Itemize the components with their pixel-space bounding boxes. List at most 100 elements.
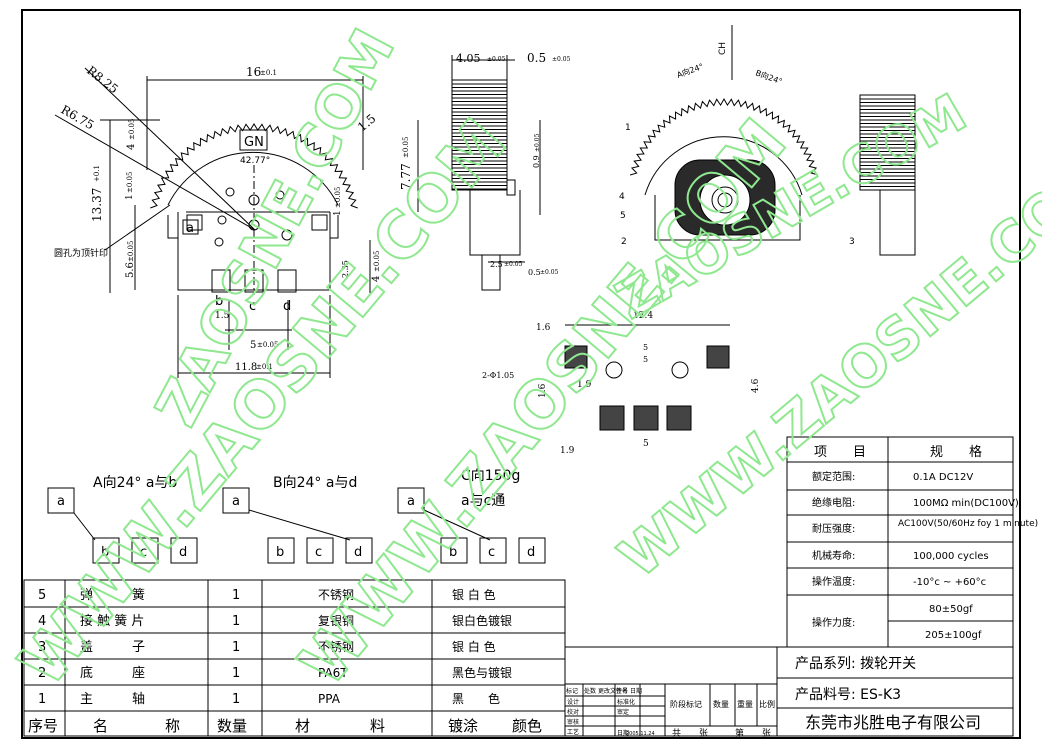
dim-1-left-tol: ±0.05 — [126, 172, 134, 193]
bom-no: 5 — [38, 588, 46, 603]
bom-qty: 1 — [232, 614, 240, 629]
diagram-b-pin-a: a — [232, 494, 240, 509]
spec-force-1: 80±50gf — [929, 604, 973, 615]
dim-56: 5.6 — [125, 262, 136, 278]
diagram-b-pin-c: c — [315, 545, 322, 560]
dim-pad-16a: 1.6 — [536, 323, 551, 333]
bom-finish: 黑 色 — [452, 692, 500, 706]
dim-1-right-tol: ±0.05 — [334, 187, 342, 208]
tb-small-date: 2005.11.24 — [626, 731, 655, 737]
tb-small-header: 更改文件号 — [598, 687, 628, 695]
spec-item: 额定范围: — [812, 470, 855, 483]
pad-layout: 12.4 1.6 1.6 1.9 1.9 5 2-Φ1.05 5 5 4.6 — [482, 311, 761, 456]
pin-a-label: a — [186, 221, 194, 236]
dim-pad-46: 4.6 — [751, 378, 761, 393]
bom-finish: 黑色与镀银 — [452, 666, 512, 680]
tb-small-cell: 日期 — [617, 729, 629, 737]
bom-material: 不锈钢 — [318, 588, 354, 602]
dim-base-width-tol: ±0.1 — [256, 363, 273, 371]
diagram-a-pin-a: a — [57, 494, 65, 509]
dim-side-width: 4.05 — [456, 52, 481, 65]
bom-header-qty: 数量 — [217, 717, 247, 735]
dim-side-09: 0.9 — [532, 155, 541, 168]
dim-base-width: 11.8 — [235, 362, 257, 373]
angle-mark: 42.77° — [240, 156, 270, 166]
inner-arc — [167, 151, 339, 206]
dim-4-right: 4 — [371, 276, 382, 282]
spec-item: 绝缘电阻: — [812, 496, 855, 509]
watermarks: ZAOSNE.COM WWW.ZAOSNE.COM WWW.ZAOSNE.COM… — [5, 17, 1042, 701]
tb-small-cell: 审定 — [617, 708, 629, 716]
dim-1-left: 1 — [125, 194, 135, 200]
pin-c-label: c — [249, 299, 256, 314]
arc-a-label: A向24° — [675, 61, 704, 80]
tb-small-header: 日期 — [630, 687, 642, 695]
dim-pad-5: 5 — [643, 439, 649, 449]
bom-qty: 1 — [232, 692, 240, 707]
bom-qty: 1 — [232, 640, 240, 655]
callout-3: 3 — [849, 237, 855, 247]
diagram-a-title: A向24° a与b — [93, 475, 177, 491]
bom-finish: 银 白 色 — [452, 587, 496, 602]
drawing-border — [21, 9, 1021, 739]
tb-company: 东莞市兆胜电子有限公司 — [805, 713, 981, 732]
gn-mark-box — [239, 129, 268, 151]
diagram-b-pin-b: b — [276, 545, 284, 560]
dim-pin-span-tol: ±0.05 — [257, 341, 278, 349]
dim-side-05b: 0.5 — [528, 268, 541, 277]
tb-small-header: 处数 — [584, 687, 596, 695]
dim-side-09-tol: ±0.05 — [534, 133, 541, 152]
diagram-c-pin-c: c — [488, 545, 495, 560]
dim-side-25-tol: ±0.05 — [504, 261, 523, 268]
diagram-b-pin-d: d — [354, 545, 362, 560]
bom-finish: 银 白 色 — [452, 639, 496, 654]
bom-no: 3 — [38, 640, 46, 655]
tb-small-row: 设计 — [567, 698, 579, 706]
spec-item: 耐压强度: — [812, 522, 855, 535]
watermark-3: WWW.ZAOSNE.COM — [286, 106, 802, 700]
tb-small-row: 工艺 — [567, 728, 579, 736]
callout-2: 2 — [621, 237, 627, 247]
dim-pad-16b: 1.6 — [538, 383, 548, 398]
bom-name: 盖 子 — [80, 640, 145, 655]
diagram-b-title: B向24° a与d — [273, 475, 357, 491]
tb-small-row: 校对 — [567, 708, 579, 716]
bom-header-name-b: 称 — [165, 717, 180, 735]
spec-item: 机械寿命: — [812, 549, 855, 562]
bom-header-name-a: 名 — [93, 717, 108, 735]
dim-777-tol: ±0.05 — [402, 137, 410, 158]
bom-name: 底 座 — [80, 665, 145, 681]
bom-material: PA6T — [318, 666, 348, 680]
spec-value: AC100V(50/60Hz foy 1 minute) — [898, 519, 1038, 529]
spec-force-item: 操作力度: — [812, 616, 855, 629]
callout-1: 1 — [625, 123, 631, 133]
spec-header-spec: 规 格 — [930, 444, 982, 460]
front-view: GN 42.77° a b c d 16 ±0.1 R8.25 R6.75 13… — [54, 63, 419, 378]
dim-height-upper-tol: ±0.05 — [128, 119, 136, 140]
switch-diagrams: A向24° a与b a b c d B向24° a与d a b c d C向15… — [47, 468, 546, 564]
diagram-a-pin-c: c — [140, 545, 147, 560]
dim-pad-s2: 5 — [643, 355, 648, 364]
dim-56-tol: ±0.05 — [127, 241, 135, 262]
bom-material: PPA — [318, 692, 341, 706]
tb-small-header: 标记 — [566, 687, 578, 695]
callout-4: 4 — [619, 192, 625, 202]
gn-mark: GN — [244, 135, 264, 150]
spec-value: -10°c ~ +60°c — [913, 577, 986, 588]
dim-pin-span: 5 — [250, 340, 256, 351]
bom-name: 主 轴 — [80, 692, 145, 707]
dim-pin-pitch: 1.5 — [215, 311, 230, 321]
diagram-c-pin-a: a — [407, 494, 415, 509]
diagram-c-title-1: C向150g — [461, 468, 520, 484]
bom-material: 复银铜 — [318, 613, 354, 628]
spec-header-item: 项 目 — [814, 445, 866, 460]
bom-header-finish-a: 镀涂 — [448, 717, 478, 735]
tb-small-row: 审核 — [567, 718, 579, 726]
dim-4-right-tol: ±0.05 — [373, 251, 381, 272]
dim-side-gap: 0.5 — [527, 51, 546, 65]
diagram-c-pin-d: d — [527, 545, 535, 560]
dim-side-gap-tol: ±0.05 — [552, 56, 571, 63]
arc-b-label: B向24° — [754, 67, 783, 86]
bom-name: 弹 簧 — [80, 587, 145, 603]
